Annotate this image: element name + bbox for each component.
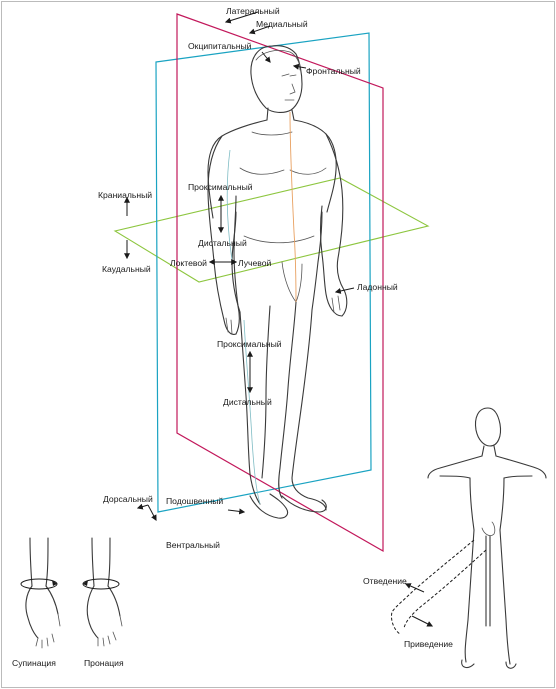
label-supination: Супинация [12,658,56,668]
palmar-arrow [334,287,355,294]
direction-arrows [124,11,355,522]
label-ulnar: Локтевой [170,258,207,268]
transverse-plane [113,177,430,283]
label-palmar: Ладонный [357,282,398,292]
label-medial: Медиальный [256,19,308,29]
label-proximal-leg: Проксимальный [217,339,282,349]
label-radial: Лучевой [238,258,272,268]
frontal-plane [155,32,372,513]
label-caudal: Каудальный [102,264,151,274]
label-pronation: Пронация [84,658,124,668]
supination-rotation-ring [20,578,58,590]
label-proximal-arm: Проксимальный [188,182,253,192]
sagittal-plane [176,13,384,553]
label-adduction: Приведение [404,639,453,649]
label-distal-arm: Дистальный [198,238,247,248]
supination-ring-arrowhead [52,580,57,586]
pronation-ring-arrowhead [83,580,88,586]
lateral-arrow [224,11,259,24]
label-occipital: Окципитальный [188,41,252,51]
abduction-figure: Отведение Приведение [363,407,547,669]
body-midline [289,111,297,303]
main-figure [207,45,348,519]
dorsal-arrow [136,503,149,510]
label-distal-leg: Дистальный [223,397,272,407]
occipital-arrow [261,51,271,63]
adduction-arrow [411,615,434,627]
pronation-rotation-ring [82,578,120,590]
label-plantar: Подошвенный [166,496,223,506]
medial-arrow [248,25,271,35]
label-cranial: Краниальный [98,190,152,200]
ventral-arrow [147,504,157,522]
label-lateral: Латеральный [226,6,280,16]
labels: Латеральный Медиальный Окципитальный Фро… [98,6,398,550]
label-frontal: Фронтальный [306,66,361,76]
plantar-arrow [227,508,246,515]
label-dorsal: Дорсальный [103,494,153,504]
abduction-arrow [404,583,425,593]
label-ventral: Вентральный [166,540,220,550]
frontal-arrow [292,63,307,70]
pronation-figure: Пронация [82,537,124,668]
label-abduction: Отведение [363,576,407,586]
supination-figure: Супинация [12,537,61,668]
